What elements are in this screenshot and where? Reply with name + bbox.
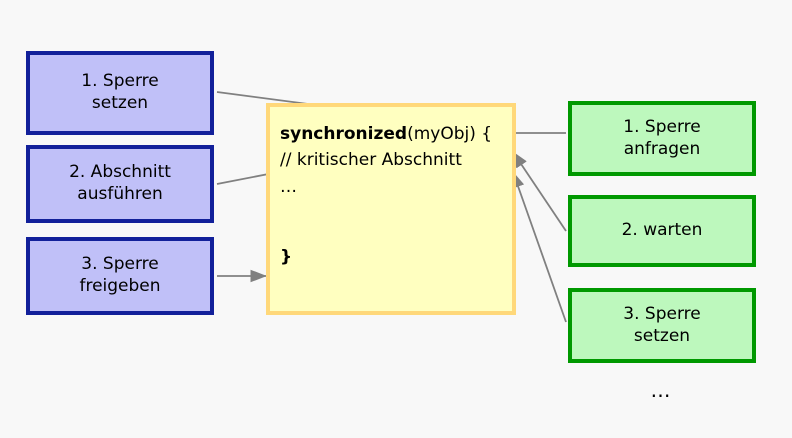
step-box-line2: freigeben <box>79 276 161 296</box>
monitor-ellipsis: … <box>650 378 674 402</box>
code-line-1-rest: (myObj) { <box>407 124 493 144</box>
monitor-box-line2: anfragen <box>623 138 701 159</box>
step-box-lock-acquire[interactable]: 1. Sperre setzen <box>26 51 214 135</box>
monitor-box-set-lock[interactable]: 3. Sperre setzen <box>568 288 756 363</box>
step-box-line1: 3. Sperre <box>81 254 159 275</box>
step-box-line2: setzen <box>91 93 149 113</box>
arrow-right-2 <box>512 151 567 232</box>
code-line-1: synchronized(myObj) { <box>280 121 512 147</box>
monitor-box-line1: 2. warten <box>621 220 703 241</box>
monitor-box-line2: setzen <box>633 325 691 346</box>
step-box-lock-release[interactable]: 3. Sperre freigeben <box>26 237 214 315</box>
code-line-3: … <box>280 176 299 197</box>
monitor-box-request-lock[interactable]: 1. Sperre anfragen <box>568 101 756 176</box>
step-box-line1: 2. Abschnitt <box>69 162 171 183</box>
monitor-box-wait[interactable]: 2. warten <box>568 195 756 267</box>
arrow-right-3 <box>512 171 567 323</box>
code-line-4: } <box>280 247 293 268</box>
step-box-line2: ausführen <box>77 184 163 204</box>
monitor-box-line1: 1. Sperre <box>623 116 701 137</box>
monitor-box-line1: 3. Sperre <box>623 303 701 324</box>
step-box-line1: 1. Sperre <box>81 71 159 92</box>
code-keyword-synchronized: synchronized <box>280 124 408 144</box>
step-box-execute-section[interactable]: 2. Abschnitt ausführen <box>26 145 214 223</box>
code-line-2: // kritischer Abschnitt <box>280 150 462 171</box>
code-block: synchronized(myObj) { // kritischer Absc… <box>266 103 516 315</box>
